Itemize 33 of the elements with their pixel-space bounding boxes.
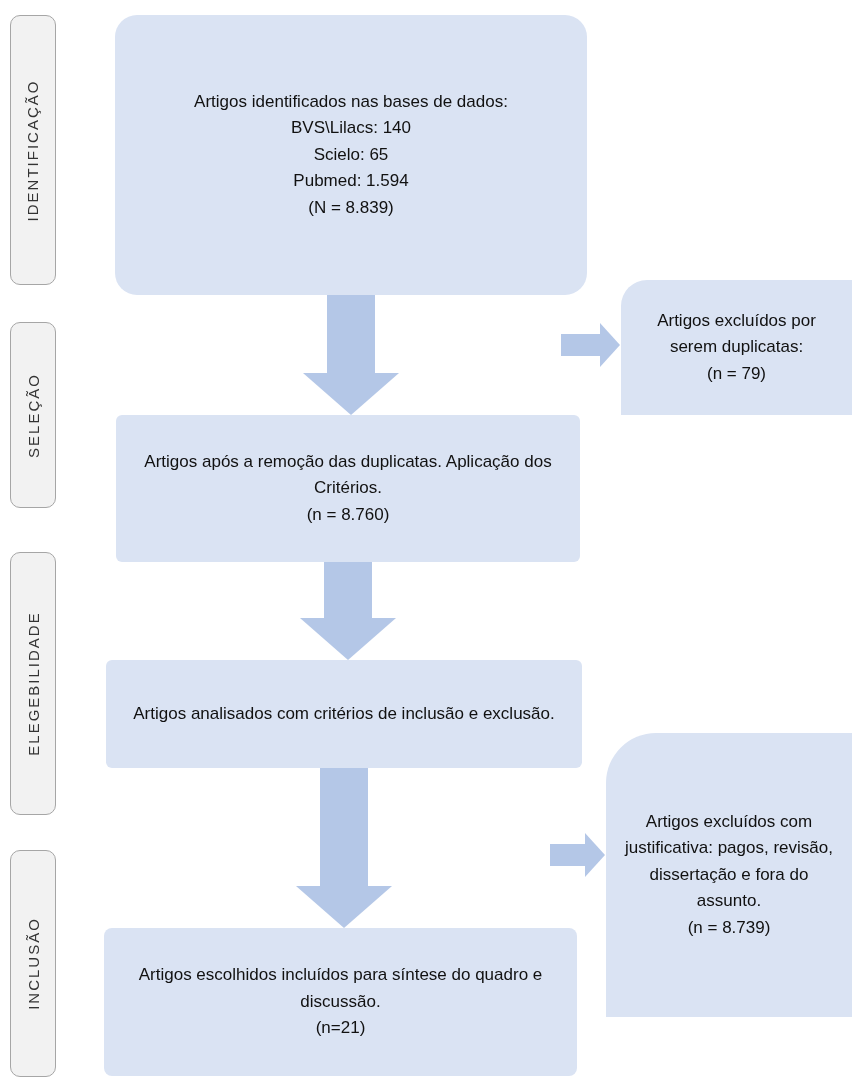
box-text: Pubmed: 1.594 — [293, 170, 409, 193]
block-arrow — [561, 323, 620, 367]
block-arrow — [303, 295, 399, 415]
phase-label: ELEGEBILIDADE — [24, 611, 42, 756]
block-arrow — [550, 833, 605, 877]
phase-label: IDENTIFICAÇÃO — [24, 79, 42, 221]
process-box — [115, 15, 587, 295]
process-box — [104, 928, 577, 1076]
box-text: BVS\Lilacs: 140 — [291, 117, 411, 140]
box-text: Artigos excluídos por serem duplicatas: — [656, 310, 817, 359]
block-arrow — [296, 768, 392, 928]
phase-label: INCLUSÃO — [24, 917, 42, 1010]
phase-label: SELEÇÃO — [24, 372, 42, 458]
box-text: (n=21) — [315, 1017, 366, 1040]
box-text: Artigos excluídos com justificativa: pagos, revisão, dissertação e fora do assunto. — [623, 811, 834, 913]
box-text: Scielo: 65 — [313, 143, 389, 166]
phase-band — [10, 850, 56, 1077]
box-text: (n = 79) — [706, 362, 767, 385]
process-box — [621, 280, 852, 415]
box-text: (N = 8.839) — [308, 196, 394, 219]
process-box — [606, 733, 852, 1017]
phase-band — [10, 552, 56, 815]
process-box — [106, 660, 582, 768]
phase-band — [10, 322, 56, 508]
box-text: Artigos escolhidos incluídos para síntese do quadro e discussão. — [137, 964, 544, 1013]
process-box — [116, 415, 580, 562]
box-text: (n = 8.739) — [687, 916, 771, 939]
box-text: (n = 8.760) — [306, 503, 390, 526]
box-text: Artigos após a remoção das duplicatas. Aplicação dos Critérios. — [143, 451, 553, 500]
box-text: Artigos analisados com critérios de inclusão e exclusão. — [133, 702, 555, 725]
block-arrow — [300, 562, 396, 660]
phase-band — [10, 15, 56, 285]
box-text: Artigos identificados nas bases de dados: — [194, 91, 508, 114]
